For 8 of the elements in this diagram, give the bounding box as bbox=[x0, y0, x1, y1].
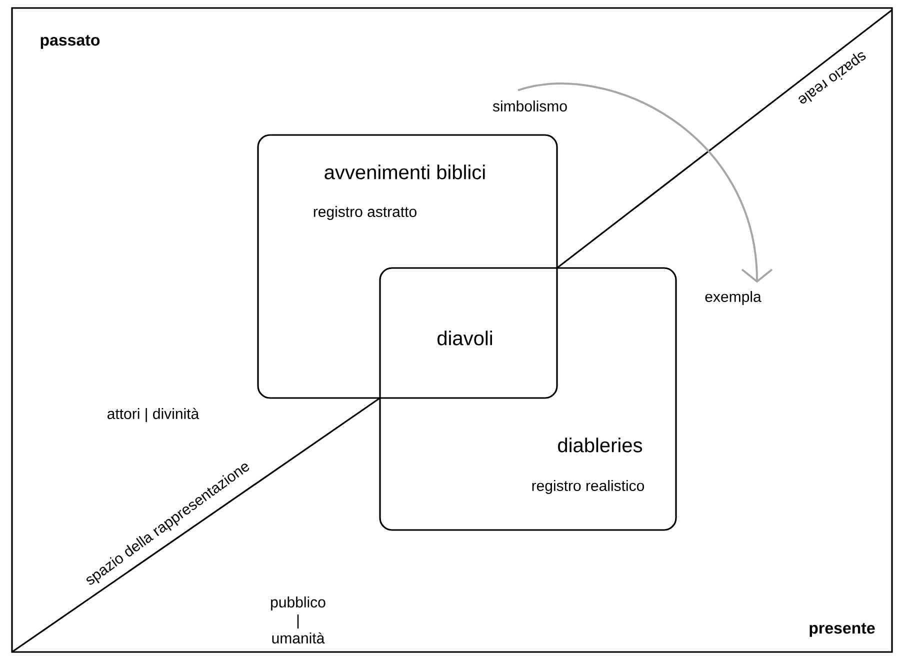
text-label: exempla bbox=[705, 291, 762, 305]
region-label: pubblico | umanità bbox=[271, 596, 326, 644]
region-label: diavoli bbox=[438, 330, 492, 346]
curved-arrow bbox=[518, 82, 773, 283]
region-label: presente bbox=[810, 623, 875, 637]
text-label: simbolismo bbox=[492, 100, 567, 112]
region-label: attori | divinità bbox=[108, 408, 200, 422]
region-label: passato bbox=[40, 35, 100, 49]
